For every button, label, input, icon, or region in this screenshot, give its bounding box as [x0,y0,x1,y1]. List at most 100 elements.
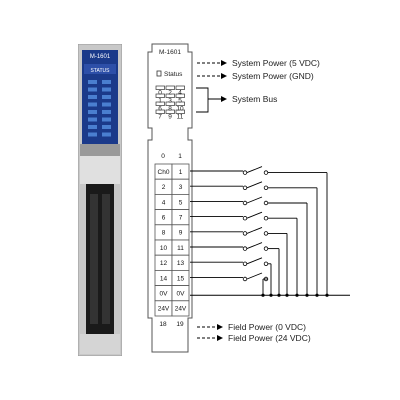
photo-led [102,117,111,122]
switch-lever [246,181,263,189]
switch-contact [242,261,248,266]
terminal-label: 4 [162,199,166,206]
photo-led [88,110,97,114]
status-led-array [88,80,111,137]
bus-channel-label: 5 [178,98,182,105]
bus-led [165,101,175,106]
module-photo: M-1601 STATUS [77,43,123,357]
module-model-label: M-1601 [159,49,181,56]
switch-contact [242,231,248,236]
terminal-label: 8 [162,230,166,237]
photo-led [102,87,111,92]
switch-contact [242,276,248,282]
bus-led [165,109,175,114]
switch-lever [246,272,263,280]
bus-led [155,85,165,90]
terminal-label: 5 [179,199,183,206]
terminal-label: 13 [177,260,185,267]
module-separator [80,144,120,156]
terminal-label: 24V [158,306,170,313]
label-system-bus: System Bus [232,94,277,104]
photo-led [102,80,111,84]
terminal-label: 15 [177,275,185,282]
terminal-cell [171,300,190,317]
system-bus-bracket [196,87,209,113]
terminal-label: 12 [160,260,168,267]
label-field-power-0v: Field Power (0 VDC) [228,322,306,332]
terminal-column-label: 0 [161,153,165,160]
terminal-column-label: 1 [178,153,182,160]
terminal-label: 9 [179,230,183,237]
status-led [156,70,162,77]
terminal-label: 14 [160,275,168,282]
terminal-label: 6 [162,215,166,222]
bus-channel-label: 1 [158,98,162,105]
photo-status-label: STATUS [91,68,111,74]
bus-led [175,109,185,114]
terminal-label: 2 [162,184,166,191]
switch-contact [263,170,269,175]
photo-model-label: M-1601 [90,54,111,60]
photo-led [102,132,111,137]
bus-channel-label: 2 [168,90,172,97]
switch-lever [246,257,263,265]
switch-contact [242,200,248,206]
photo-led [88,102,97,107]
bus-channel-label: 11 [177,114,184,121]
bus-channel-label: 9 [168,114,172,121]
label-system-power-5v: System Power (5 VDC) [232,58,320,68]
photo-led [88,80,97,84]
photo-led [102,125,111,129]
bus-led [175,93,185,98]
switch-wiring [190,166,350,297]
bus-channel-label: 0 [158,90,162,97]
bus-channel-label: 10 [176,106,184,113]
switch-contact [263,231,269,236]
terminal-label: 3 [179,184,183,191]
bus-led [175,101,185,106]
photo-led [88,132,97,137]
switch-lever [246,242,263,250]
photo-led [88,117,97,122]
switch-contact [263,185,269,190]
module-photo-graphic: M-1601 STATUS [77,43,123,357]
photo-led [102,102,111,107]
switch-contact [263,215,269,221]
bus-channel-label: 7 [158,114,162,121]
status-label: Status [164,71,183,78]
switch-contact [263,200,269,206]
photo-led [102,110,111,114]
switch-contact [242,215,248,221]
bus-led [155,101,165,106]
terminal-footer-label: 18 [159,321,167,328]
switch-lever [246,211,263,219]
bus-channel-label: 6 [158,106,162,113]
terminal-label: 24V [175,306,187,313]
switch-lever [246,166,263,174]
switch-contact [263,246,269,251]
photo-led [88,125,97,129]
bus-channel-label: 8 [168,106,172,113]
photo-led [102,95,111,99]
photo-led [88,87,97,92]
terminal-label: Ch0 [158,169,170,176]
switch-lever [246,196,263,204]
switch-contact [242,170,248,175]
terminal-label: 11 [177,245,184,252]
label-system-power-gnd: System Power (GND) [232,71,314,81]
terminal-label: 1 [179,169,183,176]
bus-led [155,93,165,98]
bus-led [165,85,175,90]
terminal-label: 0V [177,291,186,298]
bus-led [165,93,175,98]
switch-lever [246,226,263,234]
photo-led [88,95,97,99]
label-field-power-24v: Field Power (24 VDC) [228,333,311,343]
terminal-label: 10 [160,245,168,252]
